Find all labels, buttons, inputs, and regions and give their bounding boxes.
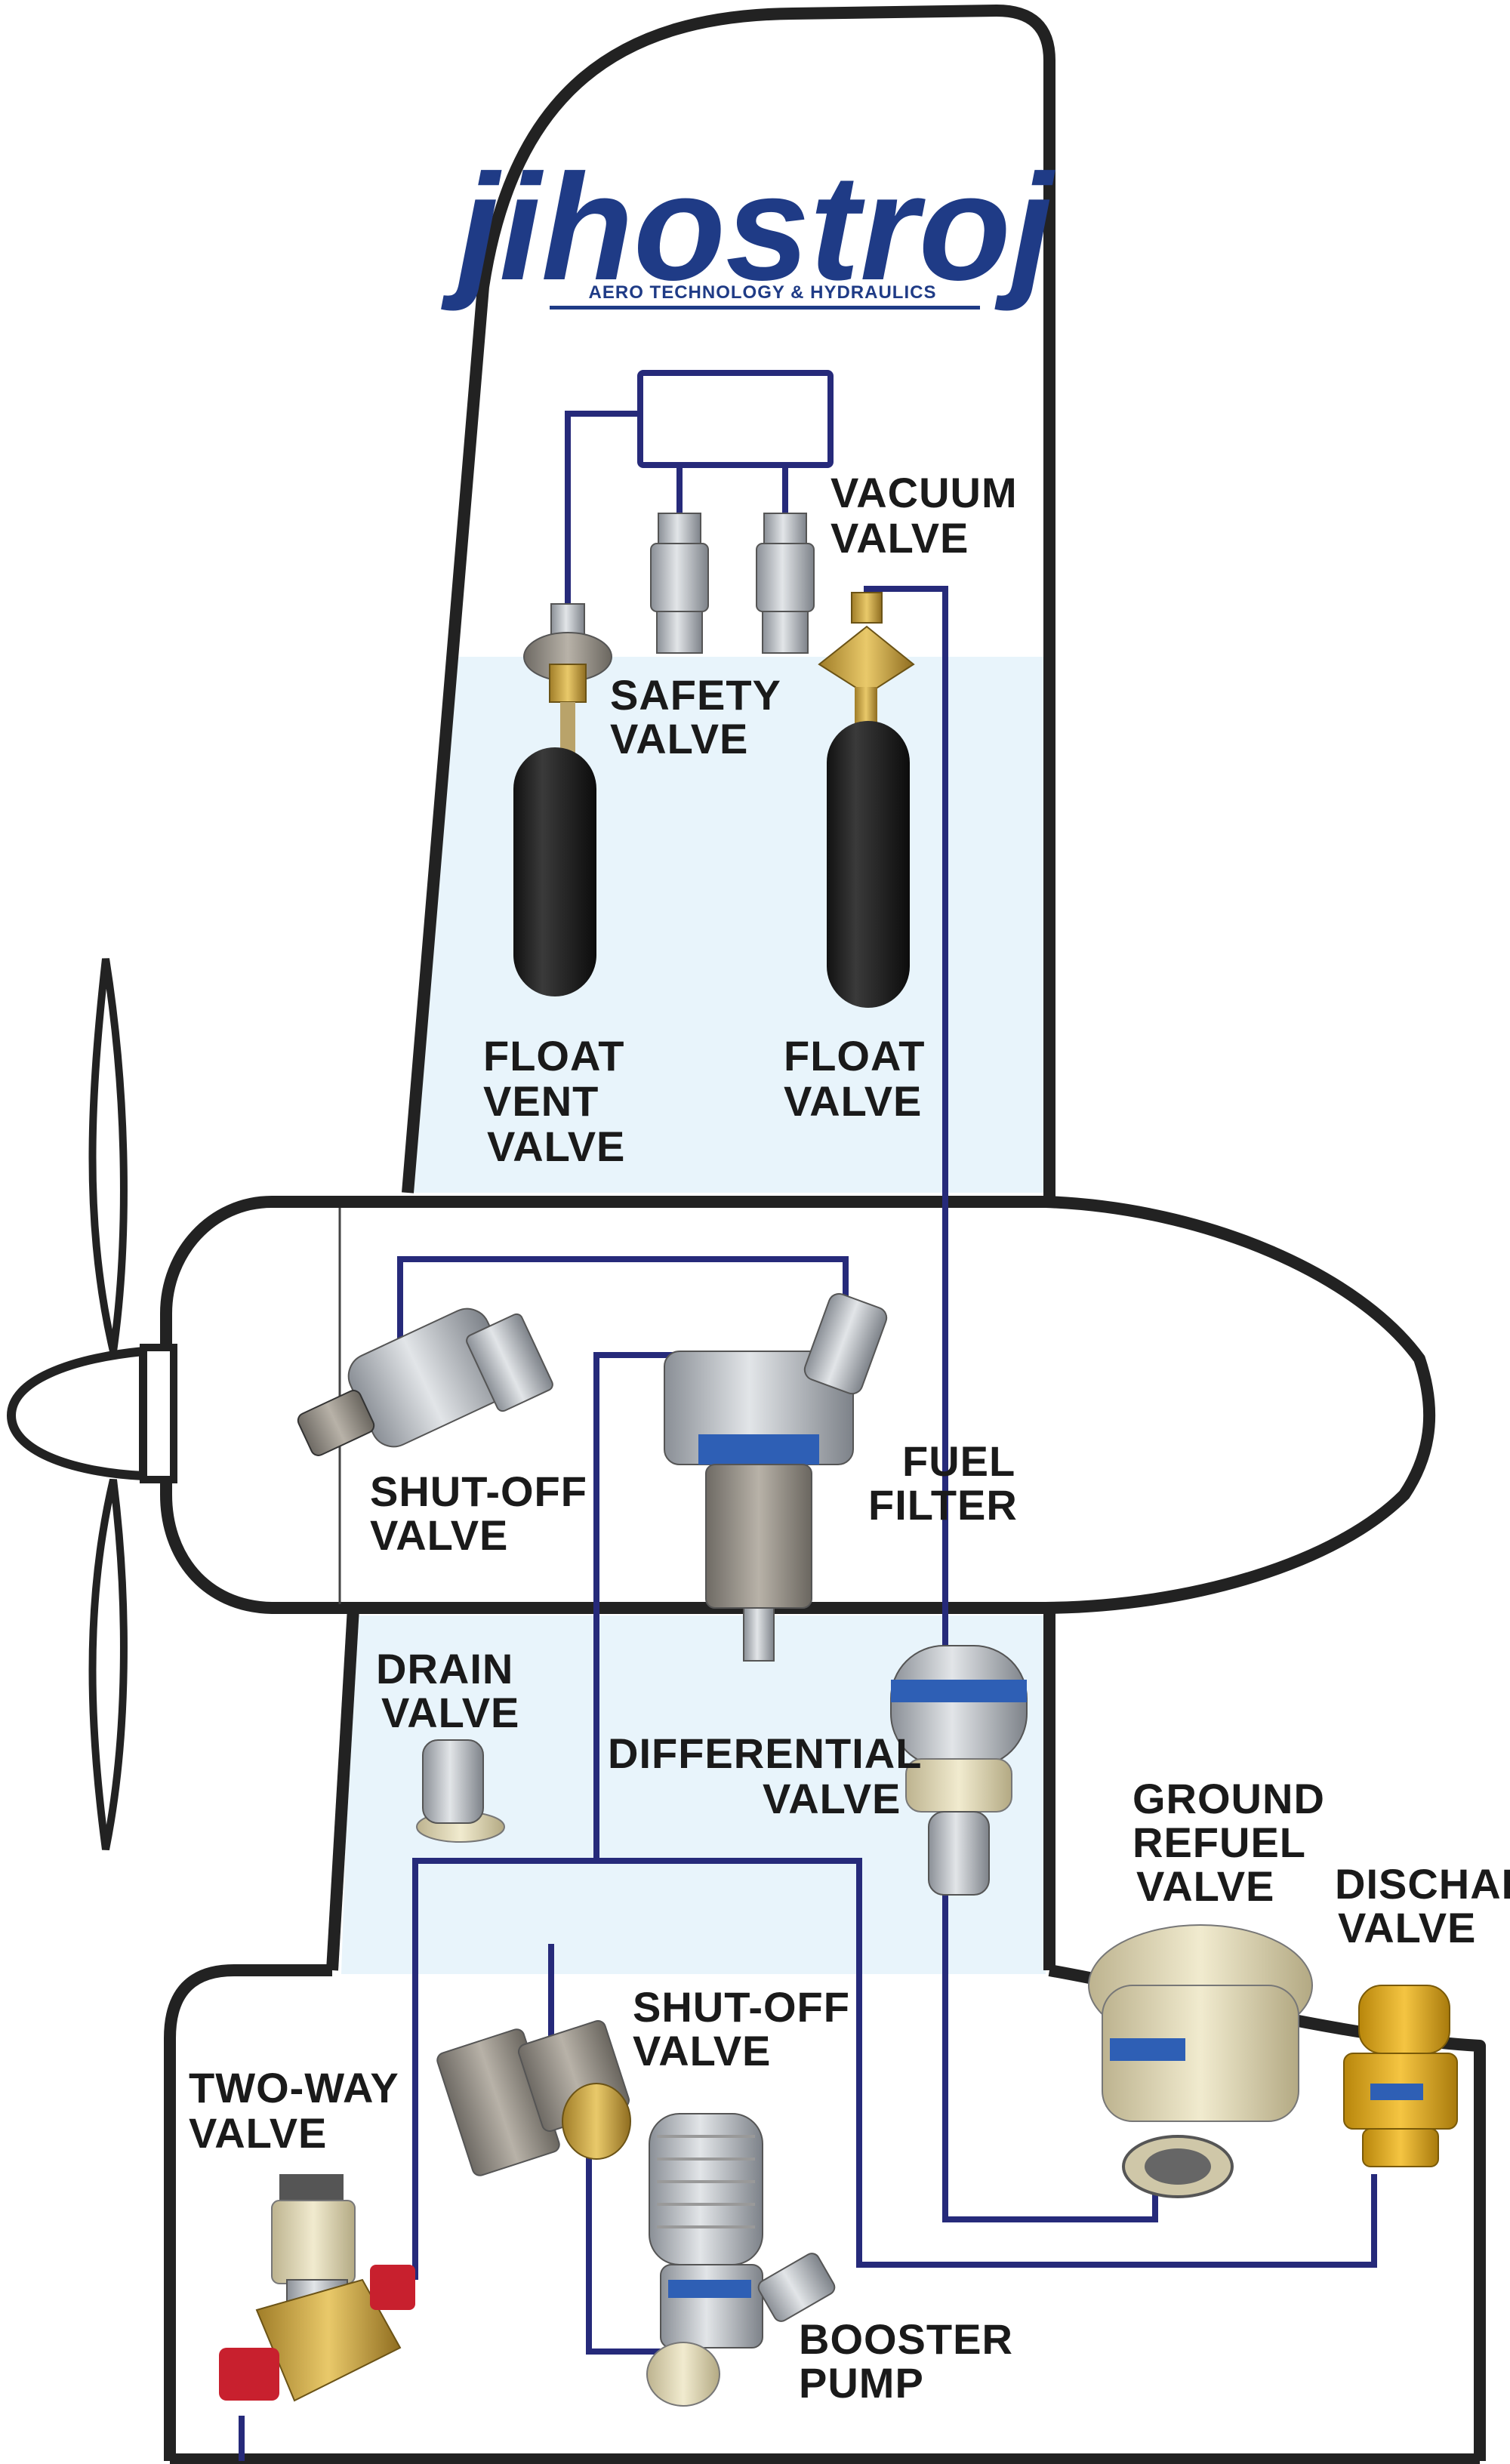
differential-valve — [890, 1645, 1028, 1896]
discharge-valve — [1343, 1985, 1458, 2167]
label-fuel-filter: FUEL FILTER — [868, 1437, 1028, 1529]
label-drain-valve: DRAIN VALVE — [376, 1645, 526, 1736]
jihostroj-logo: jihostroj AERO TECHNOLOGY & HYDRAULICS — [441, 143, 1055, 312]
logo-tagline: AERO TECHNOLOGY & HYDRAULICS — [589, 282, 937, 303]
vacuum-valve-left — [650, 513, 709, 654]
fuel-filter — [664, 1292, 888, 1662]
labels: VACUUM VALVE SAFETY VALVE FLOAT VENT VAL… — [189, 469, 1510, 2407]
label-shutoff-valve-upper: SHUT-OFF VALVE — [370, 1468, 600, 1559]
fuel-pipes — [239, 370, 1377, 2461]
float-valve — [818, 592, 915, 1008]
logo-wordmark: jihostroj — [441, 143, 1055, 312]
drain-valve — [416, 1739, 505, 1843]
components — [219, 513, 1458, 2407]
float-vent-valve — [513, 603, 612, 996]
shutoff-valve-upper — [297, 1307, 553, 1456]
vacuum-valve-right — [756, 513, 815, 654]
two-way-valve — [219, 2174, 415, 2402]
ground-refuel-valve — [1088, 1924, 1313, 2198]
label-differential-valve: DIFFERENTIAL VALVE — [608, 1729, 934, 1822]
aircraft-outline — [6, 5, 1486, 2464]
label-safety-valve: SAFETY VALVE — [610, 671, 793, 762]
shutoff-valve-lower — [436, 2019, 631, 2176]
label-vacuum-valve: VACUUM VALVE — [830, 469, 1030, 562]
label-float-vent-valve: FLOAT VENT VALVE — [483, 1032, 637, 1170]
label-ground-refuel-valve: GROUND REFUEL VALVE — [1132, 1775, 1337, 1910]
booster-pump — [646, 2113, 836, 2407]
label-booster-pump: BOOSTER PUMP — [799, 2315, 1025, 2407]
label-two-way-valve: TWO-WAY VALVE — [189, 2064, 411, 2157]
label-discharge-valve: DISCHAR VALVE — [1335, 1860, 1510, 1951]
label-float-valve: FLOAT VALVE — [784, 1032, 938, 1125]
label-shutoff-valve-lower: SHUT-OFF VALVE — [633, 1983, 863, 2074]
